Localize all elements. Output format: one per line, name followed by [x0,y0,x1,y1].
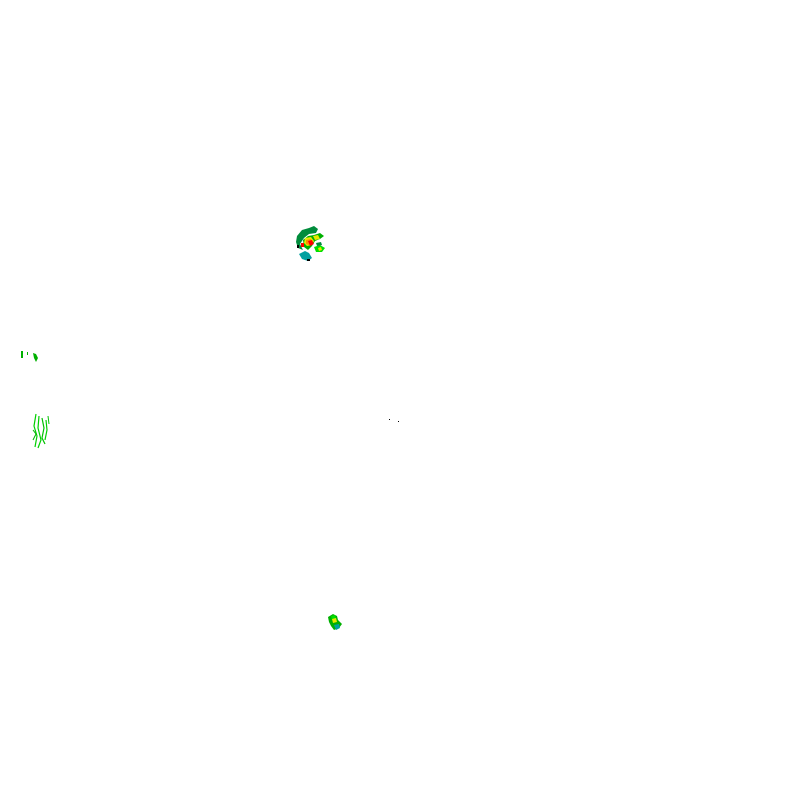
precip-cell-south [328,614,342,630]
echo-teal [334,624,340,630]
center-dot [389,419,390,420]
echo-light-green [33,413,38,448]
echo-light-green [44,419,48,441]
echo-light-green [41,417,46,445]
precip-band-west [32,413,50,449]
center-dot [398,421,399,422]
echo-black-edge-2 [307,259,310,261]
echo-teal [299,251,312,261]
echo-light-green [37,415,42,449]
echo-speck [33,353,38,362]
echo-yellow-3 [318,247,322,251]
echo-red [308,240,314,246]
echo-dark-green-2 [316,242,322,246]
echo-light-green [32,429,37,441]
echo-light-green [47,415,50,425]
precip-cell-north [296,226,325,261]
echo-yellow-2 [313,235,320,240]
echo-red-2 [301,243,304,247]
echo-dark-green [296,226,318,250]
echo-black-edge [297,245,299,248]
echo-yellow [332,618,337,623]
radar-center-marks [389,419,399,422]
echo-speck [21,351,23,358]
precip-speckles-west [21,351,38,362]
echo-speck [27,352,28,355]
